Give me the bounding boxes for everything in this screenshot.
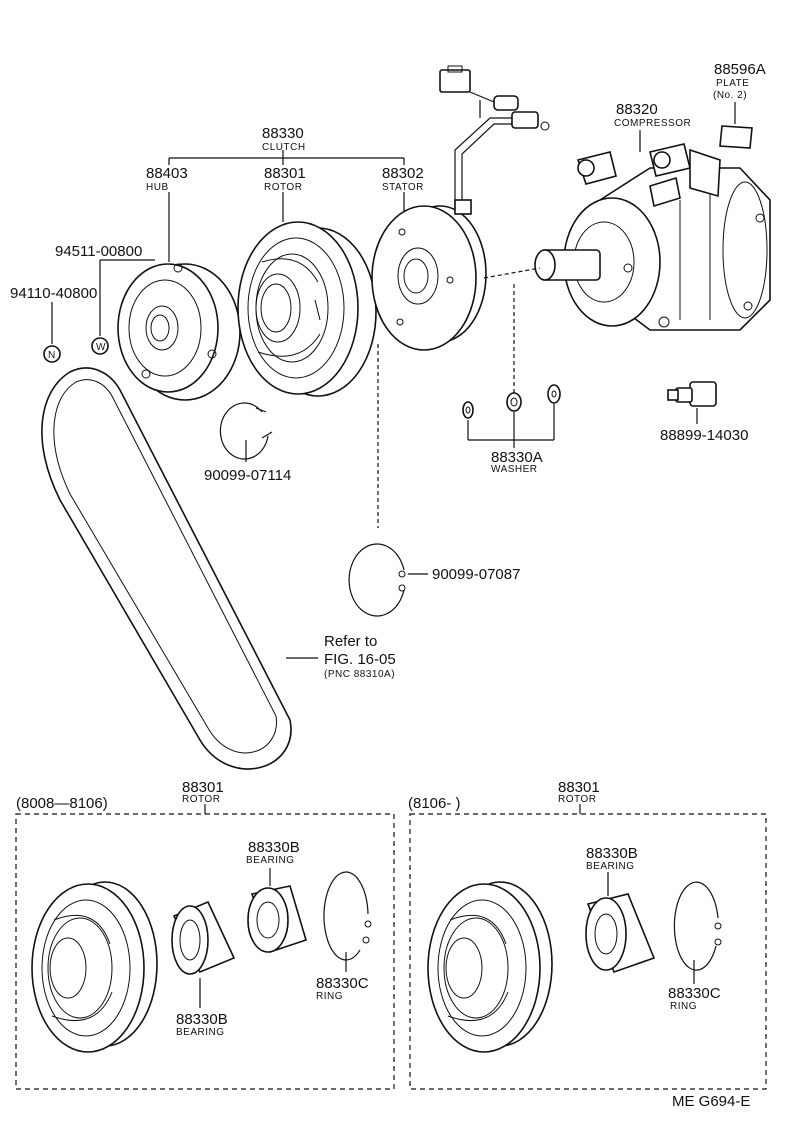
drive-belt-drawing [41,367,318,770]
stator-wire-harness [439,65,550,215]
right-box-rotor-name: ROTOR [558,794,596,805]
plate-sub: (No. 2) [713,90,747,101]
left-box-bearing-bottom-name: BEARING [176,1027,225,1038]
nut-symbol-letter: N [48,350,56,361]
right-box-ring-part-number: 88330C [668,985,721,1002]
left-box-period: (8008—8106) [16,795,108,812]
left-box-rotor-part-number: 88301 [182,779,224,796]
hub-part-number: 88403 [146,165,188,182]
compressor-part-number: 88320 [616,101,658,118]
plate-name: PLATE [716,78,749,89]
snap-ring-b-part-number: 90099-07087 [432,566,520,583]
left-detail-box [15,804,395,1090]
snap-ring-a-drawing [219,402,273,462]
rotor-drawing [237,221,377,397]
left-box-bearing-bottom-part-number: 88330B [176,1011,228,1028]
right-box-ring-name: RING [670,1001,697,1012]
switch-part-number: 88899-14030 [660,427,748,444]
hub-drawing [117,263,241,401]
compressor-drawing [534,143,771,331]
switch-drawing [667,381,717,424]
belt-ref-line2: FIG. 16-05 [324,651,396,668]
snap-ring-b-drawing [348,344,428,617]
plate-part-number: 88596A [714,61,766,78]
snap-ring-a-part-number: 90099-07114 [204,467,291,484]
right-detail-box [409,804,767,1090]
washer-kit-drawing [462,384,561,448]
nut-symbol [43,345,61,363]
rotor-part-number: 88301 [264,165,306,182]
nut-part-number: 94110-40800 [10,285,97,302]
clutch-part-number: 88330 [262,125,304,142]
right-box-rotor-part-number: 88301 [558,779,600,796]
clutch-name: CLUTCH [262,142,306,153]
compressor-name: COMPRESSOR [614,118,691,129]
left-box-bearing-top-name: BEARING [246,855,295,866]
right-box-bearing-part-number: 88330B [586,845,638,862]
stator-drawing [371,205,487,351]
figure-code: ME G694-E [672,1093,750,1110]
right-box-period: (8106- ) [408,795,461,812]
stator-part-number: 88302 [382,165,424,182]
washer-part-number: 94511-00800 [55,243,142,260]
right-box-bearing-name: BEARING [586,861,635,872]
washer-symbol [91,337,109,355]
left-box-bearing-top-part-number: 88330B [248,839,300,856]
left-box-ring-part-number: 88330C [316,975,369,992]
left-box-rotor-name: ROTOR [182,794,220,805]
stator-name: STATOR [382,182,424,193]
belt-ref-line1: Refer to [324,633,377,650]
belt-ref-line3: (PNC 88310A) [324,669,395,680]
rotor-name: ROTOR [264,182,302,193]
washer-kit-name: WASHER [491,464,538,475]
washer-kit-part-number: 88330A [491,449,543,466]
clutch-bracket [168,150,405,165]
hub-name: HUB [146,182,169,193]
washer-symbol-letter: W [96,342,106,353]
left-box-ring-name: RING [316,991,343,1002]
plate-drawing [719,125,753,149]
